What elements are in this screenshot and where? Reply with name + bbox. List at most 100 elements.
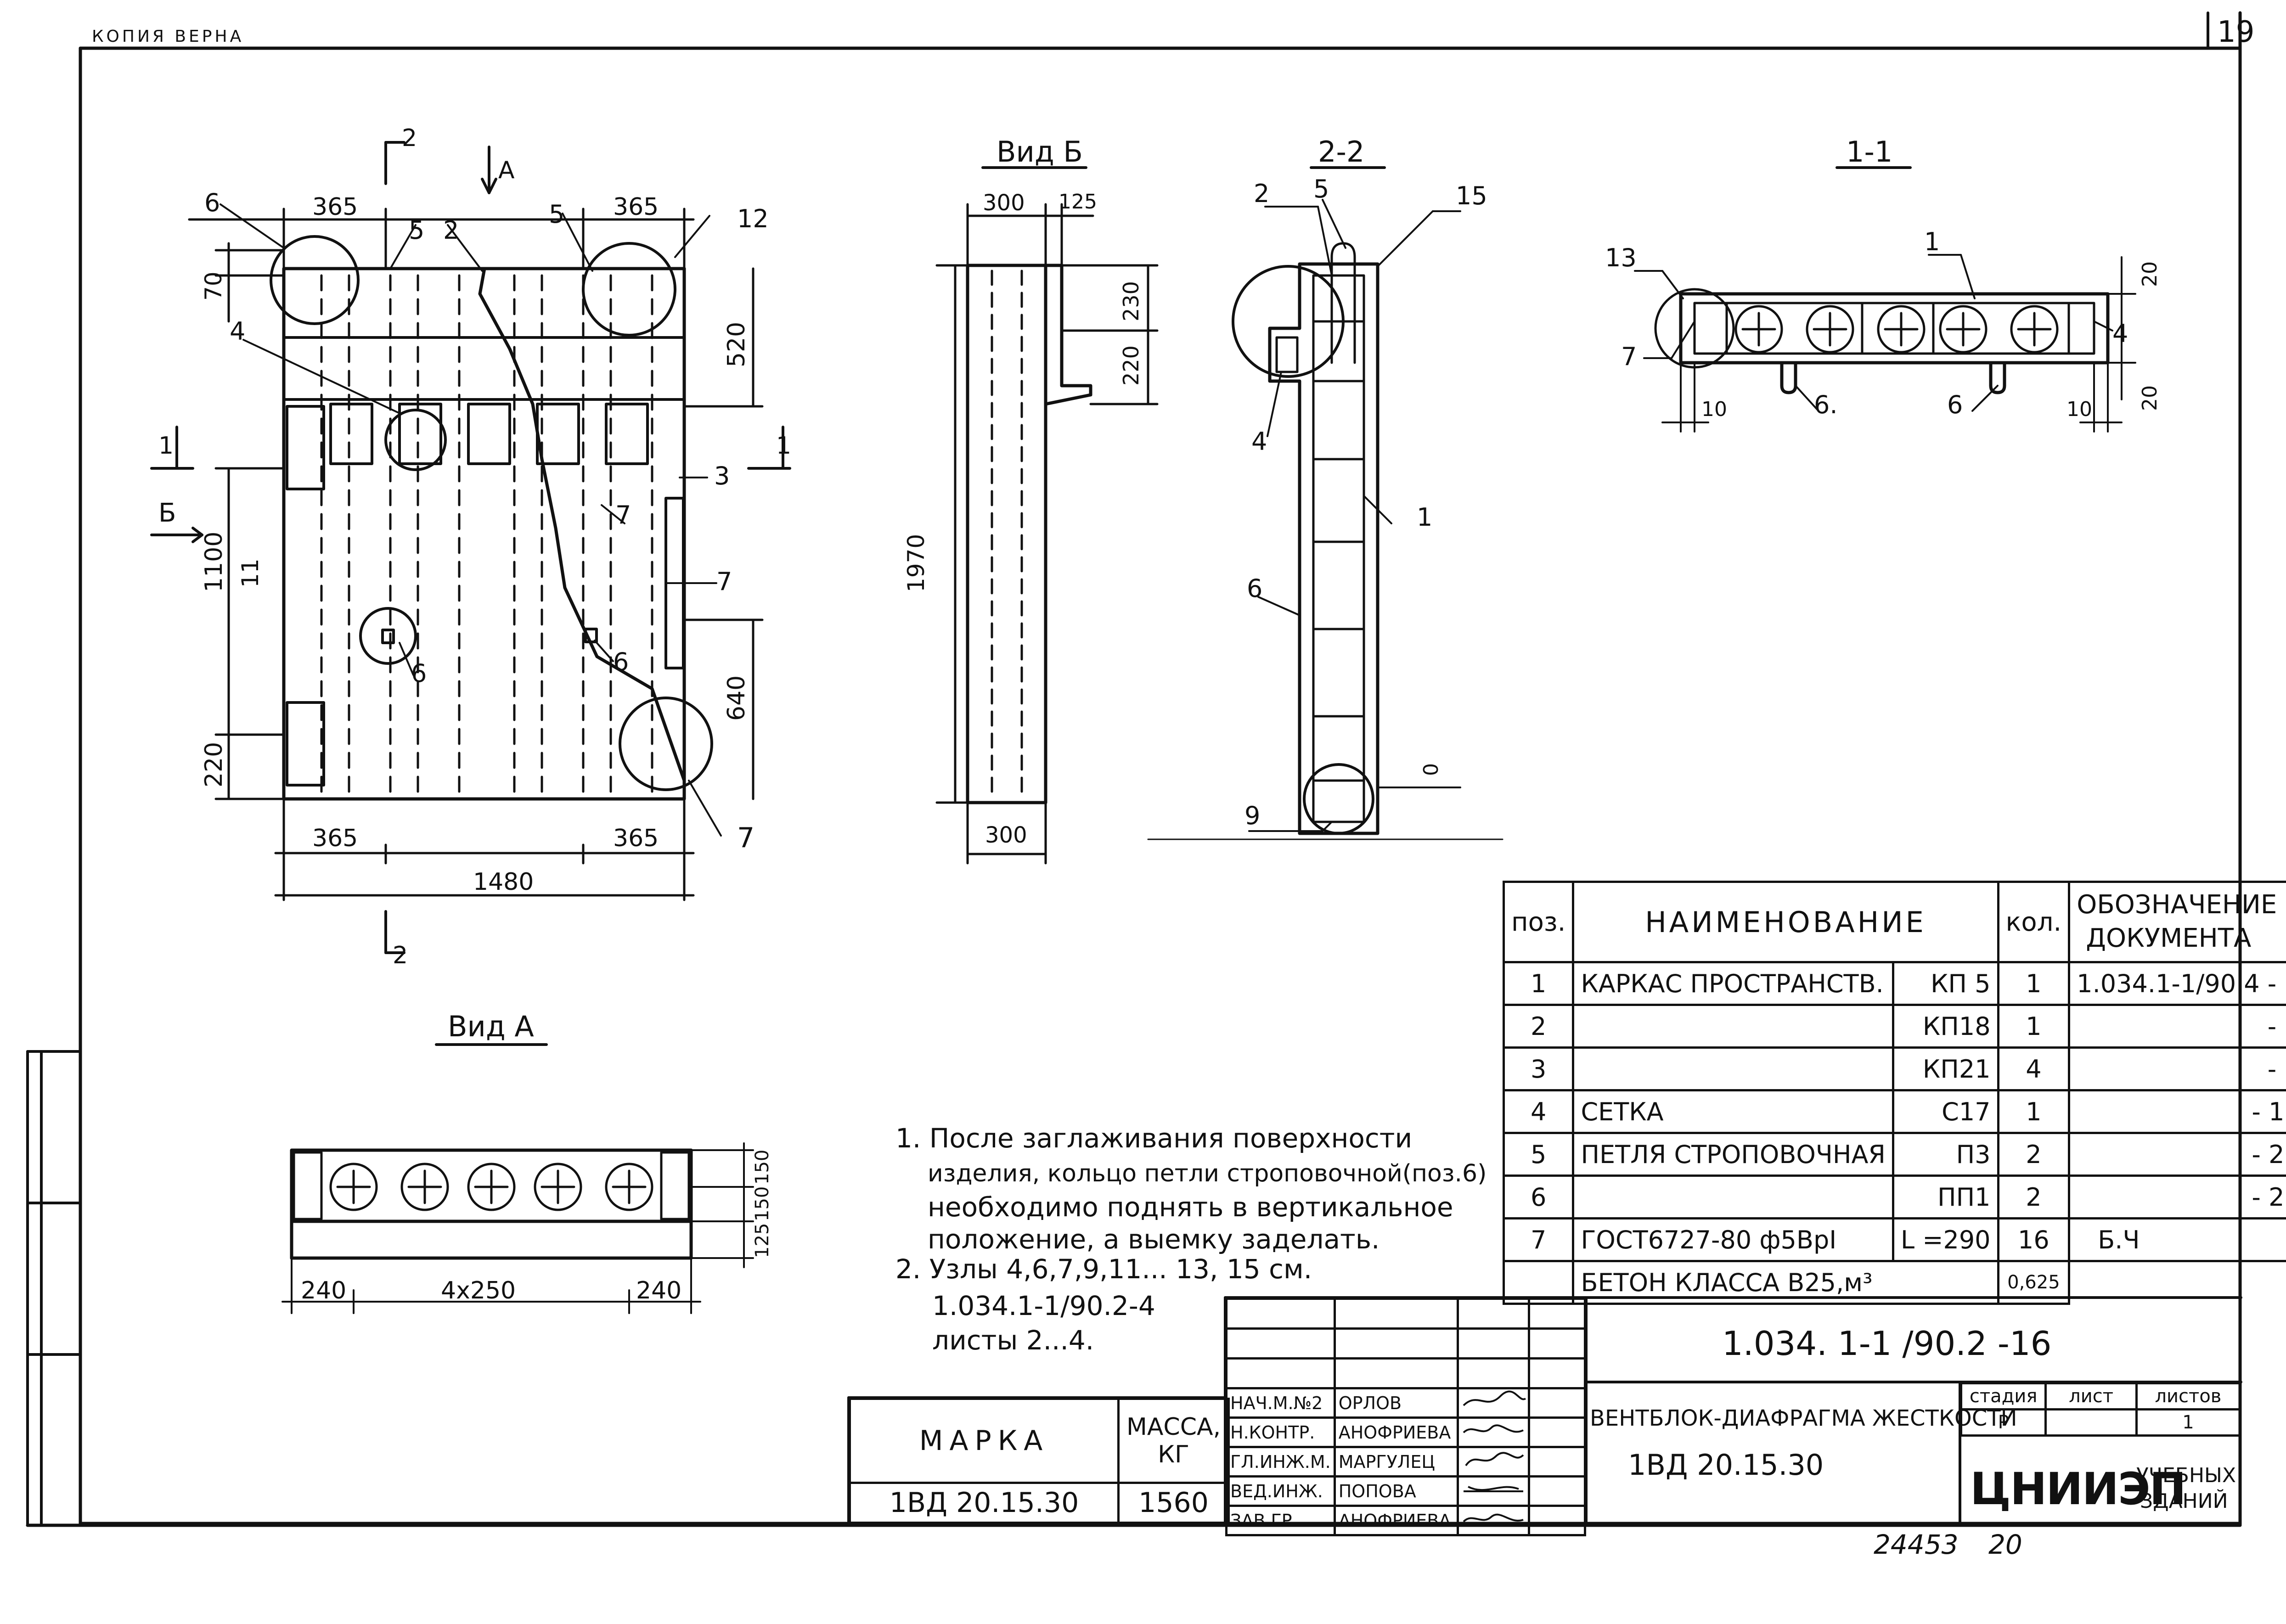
section-2-title: 2-2 bbox=[1318, 135, 1365, 169]
spec-cell-name: СЕТКА bbox=[1572, 1089, 1894, 1134]
note-line-6: 1.034.1-1/90.2-4 bbox=[932, 1290, 1155, 1321]
note-line-2: изделия, кольцо петли строповочной(поз.6… bbox=[928, 1160, 1487, 1187]
spec-cell-doc: - 7 bbox=[2068, 1004, 2286, 1049]
view-a-dimensions bbox=[282, 1142, 754, 1314]
sign-row: ЗАВ.ГР. АНОФРИЕВА bbox=[1225, 1505, 1587, 1536]
sign-signature bbox=[1456, 1505, 1530, 1536]
section-1-dimensions bbox=[1634, 254, 2136, 433]
title-underlines bbox=[435, 166, 1912, 1046]
callout-main-6-mid: 6 bbox=[613, 647, 629, 676]
callout-s2-2: 2 bbox=[1254, 179, 1270, 208]
callout-main-6-left: 6 bbox=[411, 659, 427, 688]
spec-cell-name bbox=[1572, 1004, 1894, 1049]
handwritten-signature bbox=[1463, 1424, 1524, 1433]
spec-cell-doc: - 8 bbox=[2068, 1046, 2286, 1091]
massa-value: 1560 bbox=[1117, 1482, 1230, 1524]
dim-b-1970: 1970 bbox=[903, 534, 929, 592]
sign-date bbox=[1527, 1416, 1587, 1448]
callout-main-12: 12 bbox=[737, 204, 769, 233]
callout-s2-9: 9 bbox=[1244, 801, 1261, 830]
dim-s1-10-right: 10 bbox=[2066, 398, 2092, 421]
callout-s1-6-right: 6 bbox=[1947, 390, 1963, 419]
spec-cell-qty: 16 bbox=[1997, 1217, 2071, 1262]
spec-cell-doc: 1.034.1-1/90.4 - 3 bbox=[2068, 961, 2286, 1006]
dim-main-bottom-right: 365 bbox=[613, 825, 659, 852]
view-b-arrow-label: Б bbox=[158, 498, 176, 528]
spec-cell-pos: 2 bbox=[1502, 1004, 1575, 1049]
spec-cell-pos: 7 bbox=[1502, 1217, 1575, 1262]
marka-label: МАРКА bbox=[848, 1398, 1120, 1484]
spec-row: 2 КП18 1 - 7 bbox=[1502, 1004, 2286, 1049]
view-b-title: Вид Б bbox=[997, 135, 1083, 169]
spec-header-doc: ОБОЗНАЧЕНИЕ ДОКУМЕНТА bbox=[2068, 881, 2286, 963]
note-line-1: 1. После заглаживания поверхности bbox=[895, 1123, 1413, 1154]
sheets-label: листов bbox=[2135, 1382, 2241, 1410]
callout-s1-13: 13 bbox=[1605, 243, 1637, 272]
spec-cell-name bbox=[1572, 1174, 1894, 1219]
spec-cell-doc bbox=[2068, 1261, 2286, 1304]
dim-s1-20-top: 20 bbox=[2138, 261, 2162, 287]
spec-cell-pos: 3 bbox=[1502, 1046, 1575, 1091]
callout-s2-6: 6 bbox=[1247, 574, 1263, 603]
spec-cell-doc: - 21 bbox=[2068, 1174, 2286, 1219]
dim-main-bottom-left: 365 bbox=[312, 825, 358, 852]
spec-row: 7 ГОСТ6727-80 ф5ВрI L =290 16 Б.Ч bbox=[1502, 1217, 2286, 1262]
sign-date bbox=[1527, 1387, 1587, 1419]
main-view-leaders bbox=[220, 203, 722, 837]
dim-b-220: 220 bbox=[1119, 345, 1143, 386]
sign-signature bbox=[1456, 1387, 1530, 1419]
section-mark-top: 2 bbox=[402, 124, 417, 152]
sign-name: АНОФРИЕВА bbox=[1333, 1505, 1459, 1536]
sign-empty-row bbox=[1225, 1327, 1587, 1360]
sheet-number: 19 bbox=[2217, 15, 2255, 49]
section-2-outline bbox=[1268, 262, 1379, 835]
callout-main-7-inner: 7 bbox=[615, 500, 631, 529]
sign-empty-row bbox=[1225, 1298, 1587, 1330]
sign-row: НАЧ.М.№2 ОРЛОВ bbox=[1225, 1387, 1587, 1419]
note-line-5: 2. Узлы 4,6,7,9,11... 13, 15 см. bbox=[895, 1253, 1312, 1285]
stage-table: стадия лист листов Р 1 bbox=[1959, 1382, 2241, 1437]
main-view-circles bbox=[270, 235, 713, 791]
spec-row: 4 СЕТКА С17 1 - 15 bbox=[1502, 1089, 2286, 1134]
dim-main-640: 640 bbox=[723, 675, 750, 721]
callout-main-7-bottom: 7 bbox=[737, 822, 755, 854]
sign-name: ОРЛОВ bbox=[1333, 1387, 1459, 1419]
spec-cell-mark: L =290 bbox=[1892, 1217, 1999, 1262]
sign-role: НАЧ.М.№2 bbox=[1225, 1387, 1336, 1419]
view-a-title: Вид А bbox=[448, 1010, 534, 1043]
marka-header-row: МАРКА МАССА, КГ bbox=[848, 1398, 1230, 1484]
sign-signature bbox=[1456, 1475, 1530, 1507]
organization-subtitle-1: УЧЕБНЫХ bbox=[2136, 1464, 2236, 1487]
sign-signature bbox=[1456, 1446, 1530, 1478]
section-2-circles bbox=[1232, 265, 1374, 835]
marka-value: 1ВД 20.15.30 bbox=[848, 1482, 1120, 1524]
handwritten-signature bbox=[1463, 1486, 1523, 1492]
section-2-leaders bbox=[1248, 199, 1461, 832]
main-view-outline bbox=[282, 267, 686, 801]
section-mark-bottom: 2 bbox=[393, 942, 408, 969]
callout-main-7-right: 7 bbox=[716, 567, 732, 596]
callout-s1-7-right: 4 bbox=[2112, 319, 2128, 348]
signatures-table: НАЧ.М.№2 ОРЛОВ Н.КОНТР. АНОФРИЕВА ГЛ.ИНЖ… bbox=[1225, 1298, 1587, 1536]
spec-cell-name bbox=[1572, 1046, 1894, 1091]
view-b-hidden bbox=[991, 270, 1023, 800]
dim-s1-20-bottom: 20 bbox=[2138, 385, 2162, 411]
dim-main-top-left: 365 bbox=[312, 193, 358, 221]
view-b-dimensions bbox=[935, 203, 1159, 865]
binding-strip bbox=[26, 1050, 82, 1527]
spec-cell-qty: 1 bbox=[1997, 961, 2071, 1006]
dim-a-150a: 150 bbox=[752, 1149, 773, 1185]
callout-s2-5: 5 bbox=[1313, 174, 1329, 203]
handwritten-signature bbox=[1463, 1513, 1524, 1523]
copy-stamp: КОПИЯ ВЕРНА bbox=[92, 27, 244, 46]
callout-s1-7: 7 bbox=[1621, 342, 1637, 371]
marka-table: МАРКА МАССА, КГ 1ВД 20.15.30 1560 bbox=[848, 1398, 1230, 1524]
callout-s2-15: 15 bbox=[1456, 181, 1487, 210]
spec-header-name: НАИМЕНОВАНИЕ bbox=[1572, 881, 1999, 963]
spec-header-doc-line1: ОБОЗНАЧЕНИЕ bbox=[2077, 890, 2277, 920]
callout-main-2: 2 bbox=[443, 216, 459, 245]
sign-row: ГЛ.ИНЖ.М. МАРГУЛЕЦ bbox=[1225, 1446, 1587, 1478]
dim-b-300-top: 300 bbox=[983, 190, 1025, 216]
spec-row: БЕТОН КЛАССА В25,м³ 0,625 bbox=[1502, 1260, 2286, 1305]
